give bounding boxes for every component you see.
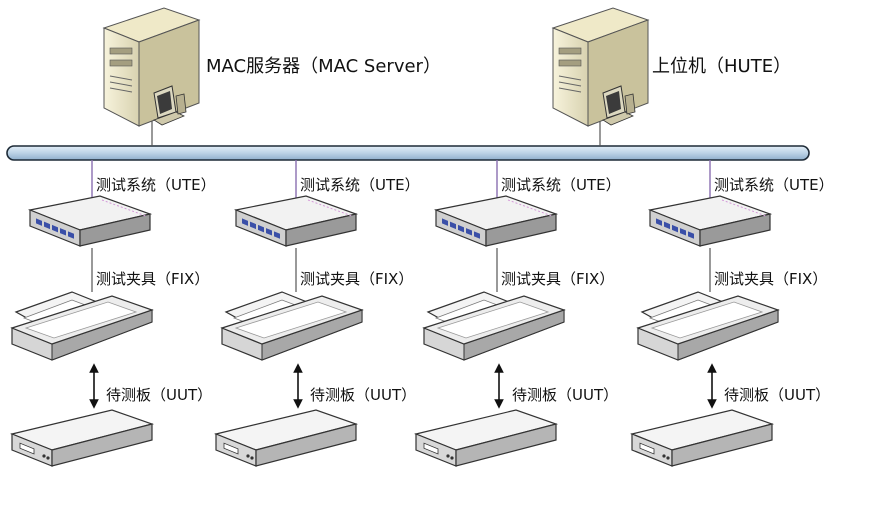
fix-label: 测试夹具（FIX） (300, 270, 413, 288)
uut-label: 待测板（UUT） (310, 386, 416, 404)
test-station-1: 测试系统（UTE） 测试夹具（FIX） 待测板（UUT） (11, 160, 216, 467)
ute-device-icon (435, 195, 557, 247)
ute-label: 测试系统（UTE） (300, 176, 420, 194)
mac-server: MAC服务器（MAC Server） (103, 7, 441, 146)
ute-device-icon (649, 195, 771, 247)
fix-label: 测试夹具（FIX） (714, 270, 827, 288)
uut-board-icon (215, 409, 357, 467)
host-computer-label: 上位机（HUTE） (652, 56, 791, 77)
uut-board-icon (11, 409, 153, 467)
test-station-3: 测试系统（UTE） 测试夹具（FIX） 待测板（UUT） (415, 160, 621, 467)
uut-label: 待测板（UUT） (106, 386, 212, 404)
ute-device-icon (29, 195, 151, 247)
server-computer-icon (103, 7, 200, 127)
ute-label: 测试系统（UTE） (501, 176, 621, 194)
fixture-icon (637, 291, 779, 361)
fixture-icon (423, 291, 565, 361)
ute-label: 测试系统（UTE） (96, 176, 216, 194)
host-computer: 上位机（HUTE） (552, 7, 791, 146)
server-computer-icon (552, 7, 649, 127)
test-station-2: 测试系统（UTE） 测试夹具（FIX） 待测板（UUT） (215, 160, 420, 467)
test-station-4: 测试系统（UTE） 测试夹具（FIX） 待测板（UUT） (631, 160, 834, 467)
mac-server-label: MAC服务器（MAC Server） (206, 56, 441, 77)
uut-label: 待测板（UUT） (724, 386, 830, 404)
fixture-icon (221, 291, 363, 361)
fix-label: 测试夹具（FIX） (501, 270, 614, 288)
fixture-icon (11, 291, 153, 361)
ute-device-icon (235, 195, 357, 247)
fix-label: 测试夹具（FIX） (96, 270, 209, 288)
network-bus-icon (6, 145, 810, 161)
uut-board-icon (631, 409, 773, 467)
uut-label: 待测板（UUT） (512, 386, 618, 404)
uut-board-icon (415, 409, 557, 467)
ute-label: 测试系统（UTE） (714, 176, 834, 194)
